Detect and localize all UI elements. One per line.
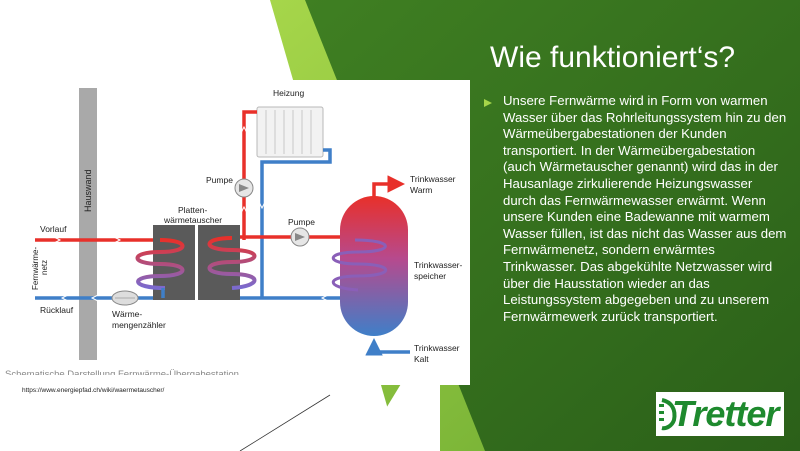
ruecklauf-arrow-1 [60, 293, 71, 303]
tretter-logo: Tretter [656, 392, 784, 436]
heizung-radiator [256, 106, 324, 158]
speicher-label-1: Trinkwasser- [414, 260, 462, 270]
speicher-label-2: speicher [414, 271, 446, 281]
logo-text: Tretter [672, 393, 779, 434]
trinkwasser-kalt-label-1: Trinkwasser [414, 343, 460, 353]
trinkwasser-warm-label-2: Warm [410, 185, 432, 195]
plattenwaermetauscher-label-2: wärmetauscher [163, 215, 222, 225]
hauswand [79, 88, 97, 360]
decor-line [239, 394, 331, 451]
diagram-caption: Schematische Darstellung Fernwärme-Überg… [5, 369, 239, 380]
pumpe-left-label: Pumpe [206, 175, 233, 185]
trinkwasser-kalt-pipe [365, 338, 410, 356]
trinkwasser-warm-pipe [372, 175, 405, 200]
bullet-arrow-icon [484, 99, 492, 107]
slide-body-text: Unsere Fernwärme wird in Form von warmen… [503, 93, 787, 324]
gear-icon [659, 398, 677, 431]
heizung-label: Heizung [273, 88, 304, 98]
source-link[interactable]: https://www.energiepfad.ch/wiki/waermeta… [22, 387, 165, 394]
trinkwasser-warm-label-1: Trinkwasser [410, 174, 456, 184]
waermemengenzaehler-label-1: Wärme- [112, 309, 142, 319]
plattenwaermetauscher-label-1: Platten- [178, 205, 207, 215]
trinkwasser-kalt-label-2: Kalt [414, 354, 429, 364]
fernwaermenetz-label-1: Fernwärme- [31, 247, 40, 290]
heizung-return-arrow [257, 199, 267, 210]
fernwaermenetz-label-2: netz [40, 260, 49, 275]
heizung-supply-arrow [239, 205, 249, 216]
vorlauf-arrow-1 [51, 235, 62, 245]
ruecklauf-label: Rücklauf [40, 305, 74, 315]
slide-title: Wie funktioniert‘s? [490, 41, 736, 74]
ruecklauf-arrow-2 [90, 293, 101, 303]
exchanger-coil-left [135, 238, 185, 290]
exchanger-coil-right [207, 236, 257, 290]
vorlauf-label: Vorlauf [40, 224, 67, 234]
pumpe-right-label: Pumpe [288, 217, 315, 227]
waermemengenzaehler-label-2: mengenzähler [112, 320, 166, 330]
speicher-coil [332, 238, 388, 292]
heizung-return-pipe [260, 148, 332, 240]
hauswand-label: Hauswand [83, 169, 93, 212]
radiator-fins [265, 110, 312, 154]
heizung-supply-arrow-2 [239, 125, 249, 136]
vorlauf-arrow-2 [111, 235, 122, 245]
